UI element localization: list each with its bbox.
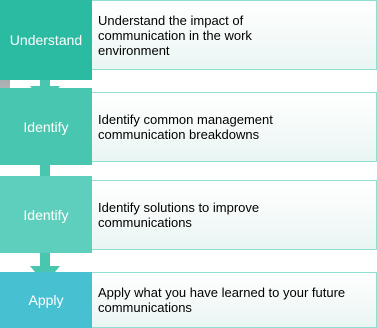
step-1-description: Understand the impact of communication i… [98, 12, 252, 58]
step-4-label: Apply [28, 292, 64, 308]
step-1-label-box: Understand [0, 0, 92, 80]
step-1-label: Understand [9, 32, 83, 48]
step-3-label: Identify [23, 206, 69, 223]
step-2-label-box: Identify [0, 88, 92, 165]
step-3-label-box: Identify [0, 176, 92, 253]
step-4-description-box: Apply what you have learned to your futu… [90, 272, 377, 328]
step-2-label: Identify [23, 118, 69, 135]
step-2-description-box: Identify common management communication… [90, 92, 377, 162]
step-3-description-box: Identify solutions to improve communicat… [90, 180, 377, 250]
step-4-description: Apply what you have learned to your futu… [98, 285, 346, 315]
step-2-description: Identify common management communication… [98, 112, 273, 142]
background-photo-strip [0, 0, 10, 160]
step-4-label-box: Apply [0, 272, 92, 328]
step-3-description: Identify solutions to improve communicat… [98, 200, 260, 230]
step-1-description-box: Understand the impact of communication i… [90, 0, 377, 70]
